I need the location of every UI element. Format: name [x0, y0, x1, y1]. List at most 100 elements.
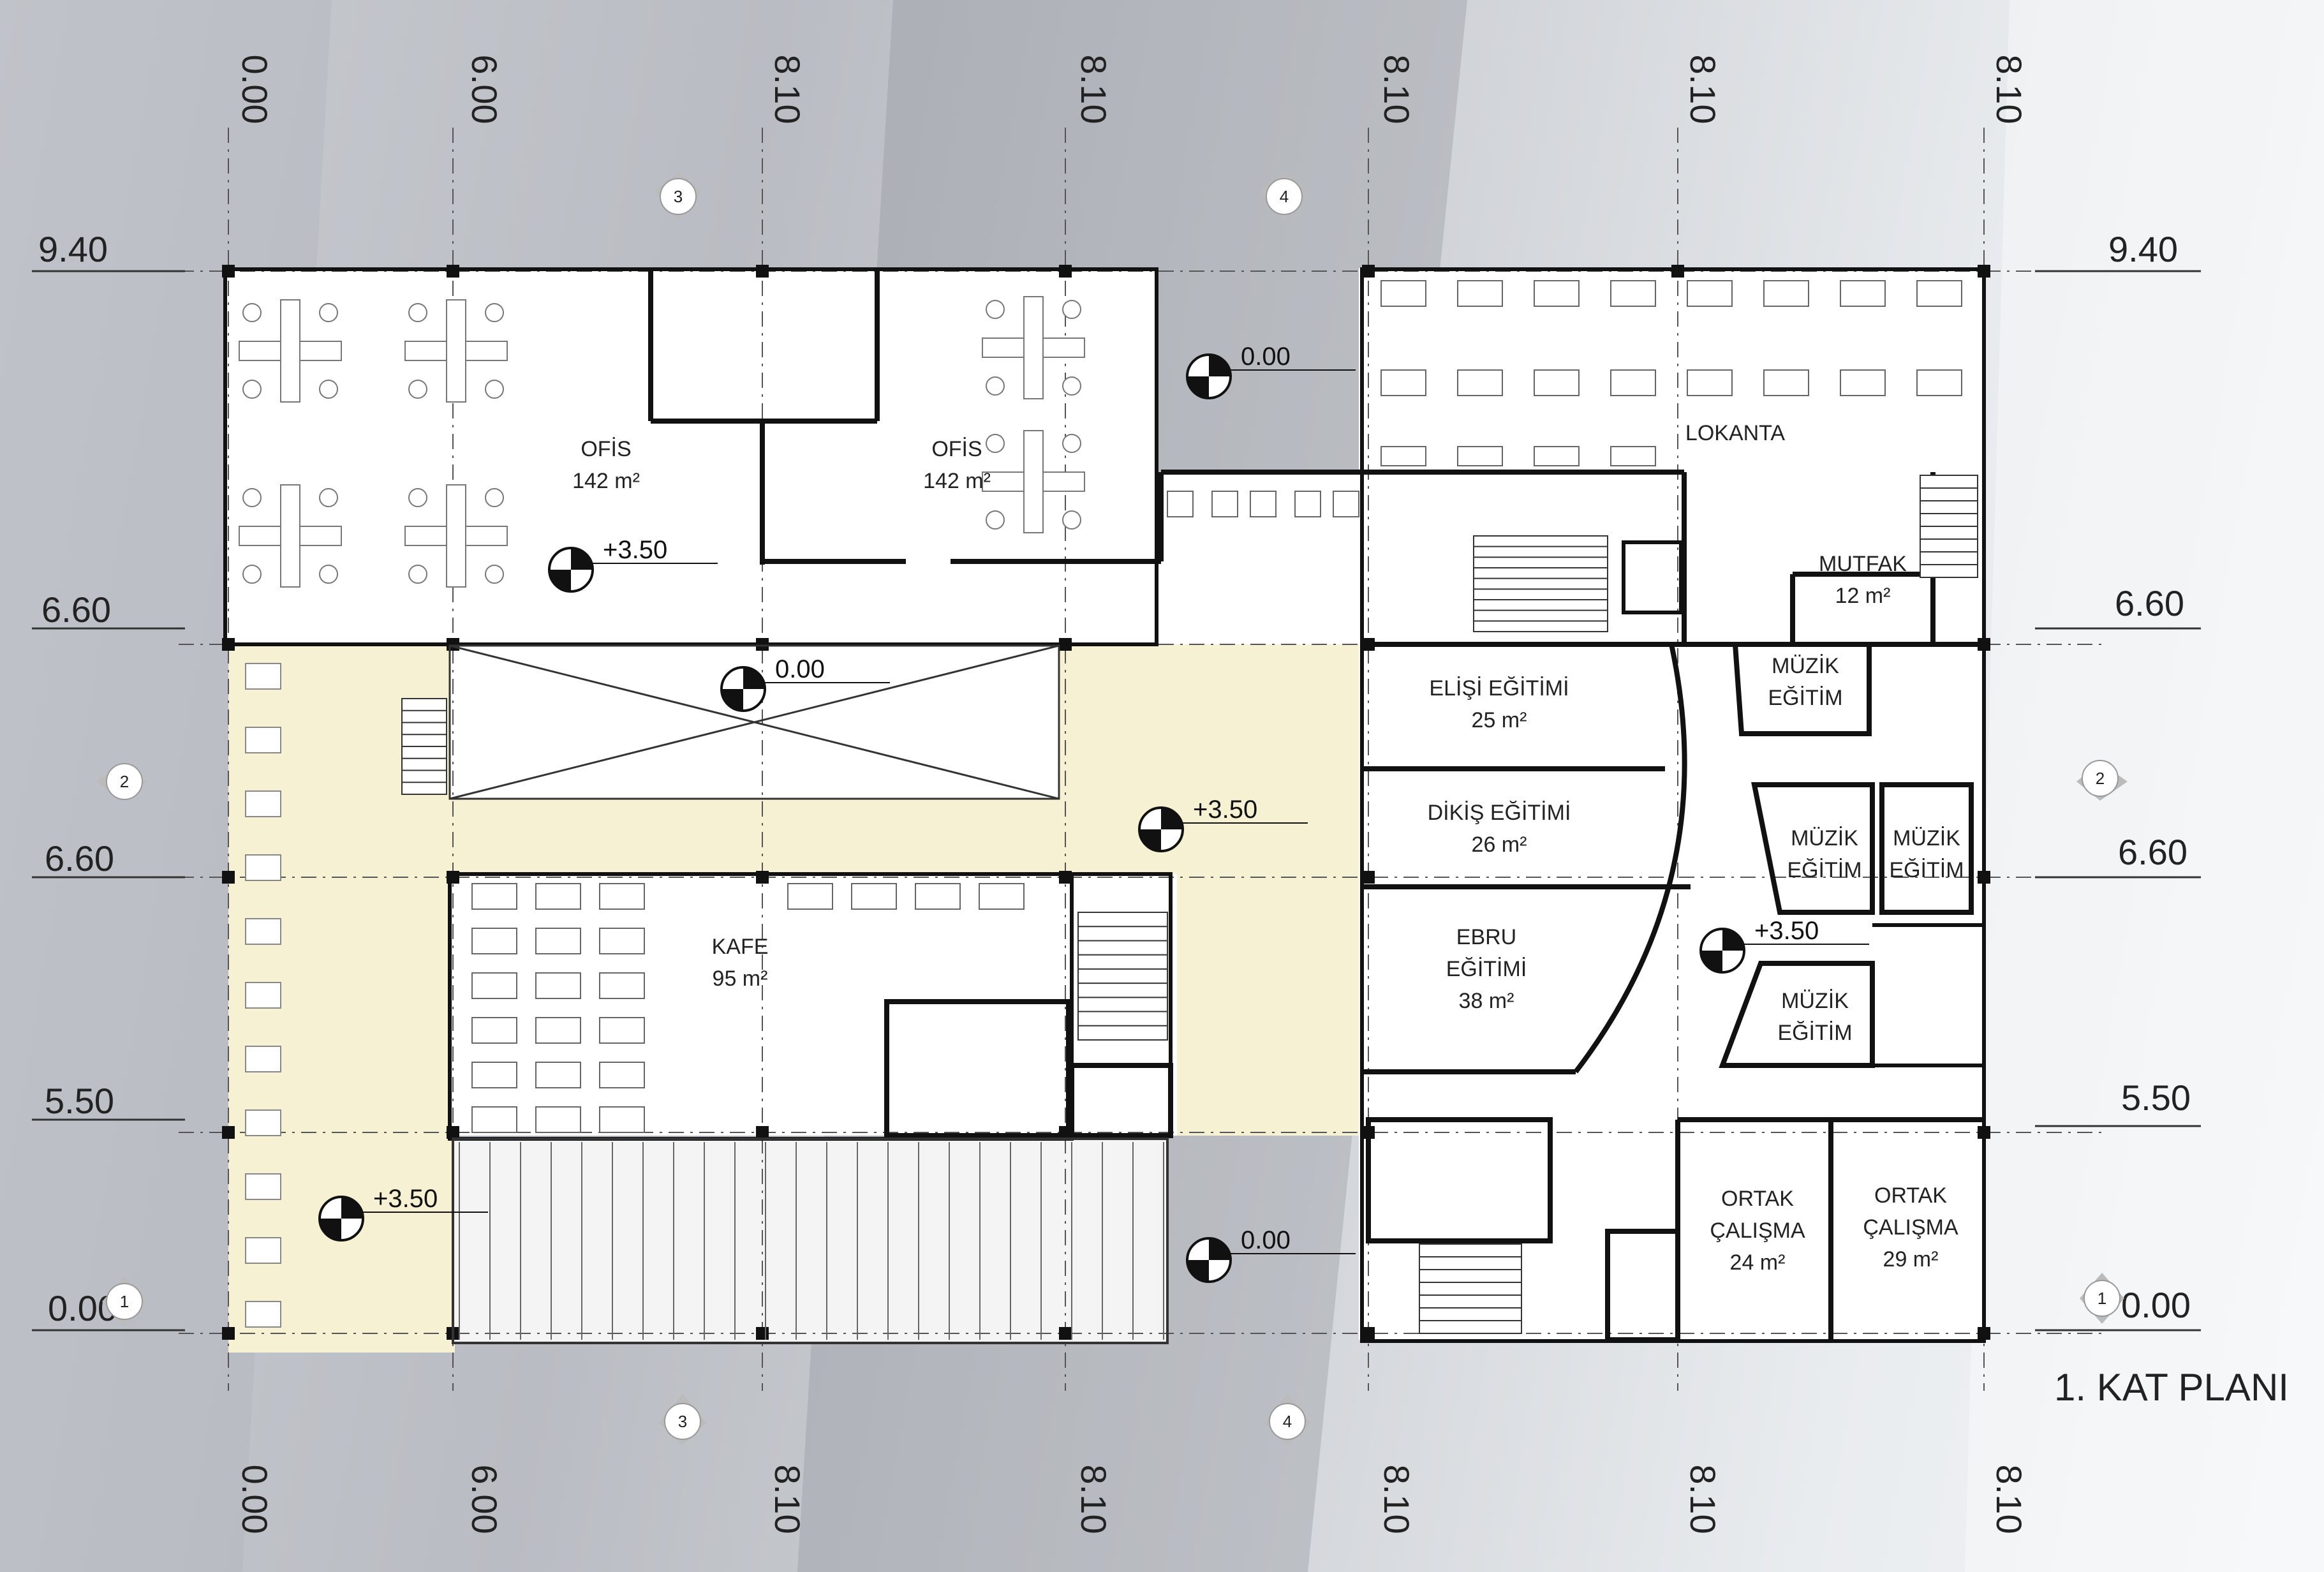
room-elisi-name: ELİŞİ EĞİTİMİ — [1429, 676, 1569, 701]
lokanta-table — [1534, 280, 1580, 307]
room-mutfak-area: 12 m² — [1835, 584, 1891, 608]
svg-text:+3.50: +3.50 — [1754, 917, 1819, 945]
room-ebru-area: 38 m² — [1459, 989, 1514, 1013]
cafe-floor — [450, 874, 1177, 1136]
level-outside-top: 0.00 — [1186, 343, 1356, 399]
cafe-table — [471, 1106, 517, 1133]
dim-right-0: 9.40 — [2108, 229, 2178, 269]
lokanta-table — [1840, 369, 1886, 396]
lokanta-table — [1916, 280, 1962, 307]
cafe-table — [787, 883, 833, 910]
row-dims-right: 9.40 6.60 6.60 5.50 0.00 — [2108, 229, 2191, 1325]
dim-right-1: 6.60 — [2115, 583, 2184, 623]
column-dims-top: 0.00 6.00 8.10 8.10 8.10 8.10 8.10 — [235, 55, 2029, 124]
canopy-outline — [452, 1138, 1169, 1344]
section-marker-bottom-4: 4 — [1264, 1394, 1311, 1445]
svg-text:0.00: 0.00 — [1241, 343, 1291, 371]
dim-bottom-6: 8.10 — [1989, 1465, 2029, 1534]
dim-left-2: 6.60 — [45, 838, 114, 879]
room-kafe-name: KAFE — [712, 935, 769, 959]
dim-left-4: 0.00 — [48, 1288, 117, 1328]
lokanta-table — [1687, 369, 1733, 396]
svg-text:4: 4 — [1280, 187, 1289, 206]
room-kafe-area: 95 m² — [713, 967, 768, 991]
corridor-bench — [1250, 491, 1277, 517]
dim-bottom-1: 6.00 — [464, 1465, 505, 1534]
corridor-bench — [1333, 491, 1359, 517]
dim-bottom-2: 8.10 — [767, 1465, 808, 1534]
svg-text:+3.50: +3.50 — [603, 536, 667, 564]
dim-bottom-0: 0.00 — [235, 1465, 275, 1534]
room-ofis-right-name: OFİS — [931, 437, 982, 461]
lokanta-table — [1610, 446, 1656, 466]
room-mutfak-name: MUTFAK — [1819, 552, 1907, 576]
cafe-table — [471, 972, 517, 999]
svg-text:0.00: 0.00 — [1241, 1226, 1291, 1254]
lokanta-table — [1610, 280, 1656, 307]
dim-left-3: 5.50 — [45, 1081, 114, 1121]
corridor-bench — [1211, 491, 1238, 517]
terrace-seat — [245, 790, 281, 817]
building-footprint — [225, 268, 1984, 1353]
section-marker-right-2: 2 — [2076, 760, 2128, 801]
section-marker-top-3: 3 — [655, 172, 702, 220]
level-east: +3.50 — [1699, 917, 1869, 974]
cafe-table — [535, 928, 581, 954]
room-muzik3-line1: MÜZİK — [1893, 826, 1960, 850]
dim-top-3: 8.10 — [1074, 55, 1114, 124]
svg-text:3: 3 — [678, 1412, 687, 1431]
level-office: +3.50 — [548, 536, 718, 593]
cafe-table — [599, 1106, 645, 1133]
lokanta-table — [1763, 369, 1809, 396]
desk-cluster — [982, 430, 1085, 533]
lokanta-table — [1534, 369, 1580, 396]
dim-bottom-5: 8.10 — [1683, 1465, 1723, 1534]
terrace-seat — [245, 1301, 281, 1328]
terrace-seat — [245, 1173, 281, 1200]
terrace-seat — [245, 1046, 281, 1072]
stairs — [401, 475, 1978, 1334]
level-outside-bottom: 0.00 — [1186, 1226, 1356, 1283]
desk-cluster — [239, 484, 342, 588]
cafe-tables — [471, 883, 1025, 1133]
room-ofis-left-name: OFİS — [581, 437, 631, 461]
cafe-table — [535, 1017, 581, 1044]
cafe-table — [915, 883, 961, 910]
lokanta-table — [1687, 280, 1733, 307]
dim-leader-lines — [32, 270, 2201, 1331]
room-ortak1-area: 24 m² — [1730, 1250, 1786, 1275]
dim-right-3: 5.50 — [2121, 1078, 2191, 1118]
terrace-seat — [245, 727, 281, 753]
dim-top-1: 6.00 — [464, 55, 505, 124]
cafe-table — [979, 883, 1025, 910]
dim-left-1: 6.60 — [41, 590, 111, 630]
cafe-table — [471, 1017, 517, 1044]
lokanta-table — [1534, 446, 1580, 466]
stair-lokanta — [1920, 475, 1978, 578]
room-ebru-line1: EBRU — [1456, 925, 1516, 949]
lokanta-table — [1380, 280, 1426, 307]
stair-west — [401, 698, 447, 795]
lokanta-table — [1380, 369, 1426, 396]
lokanta-table — [1457, 280, 1503, 307]
svg-text:0.00: 0.00 — [775, 655, 825, 683]
cafe-table — [599, 883, 645, 910]
level-atrium: 0.00 — [720, 655, 890, 712]
room-labels: OFİS 142 m² OFİS 142 m² KAFE 95 m² LOKAN… — [572, 421, 1964, 1275]
cafe-table — [471, 928, 517, 954]
svg-text:1: 1 — [2098, 1289, 2106, 1308]
terrace-seat — [245, 918, 281, 945]
desk-cluster — [239, 299, 342, 403]
corridor-bench — [1167, 491, 1194, 517]
cafe-table — [599, 1017, 645, 1044]
desk-cluster — [404, 299, 508, 403]
dim-top-2: 8.10 — [767, 55, 808, 124]
room-elisi-area: 25 m² — [1472, 708, 1527, 732]
level-terrace-low: +3.50 — [318, 1185, 488, 1242]
svg-text:2: 2 — [2096, 769, 2105, 788]
corridor-bench — [1294, 491, 1321, 517]
terrace-seat — [245, 663, 281, 690]
cafe-table — [599, 972, 645, 999]
lokanta-table — [1457, 369, 1503, 396]
